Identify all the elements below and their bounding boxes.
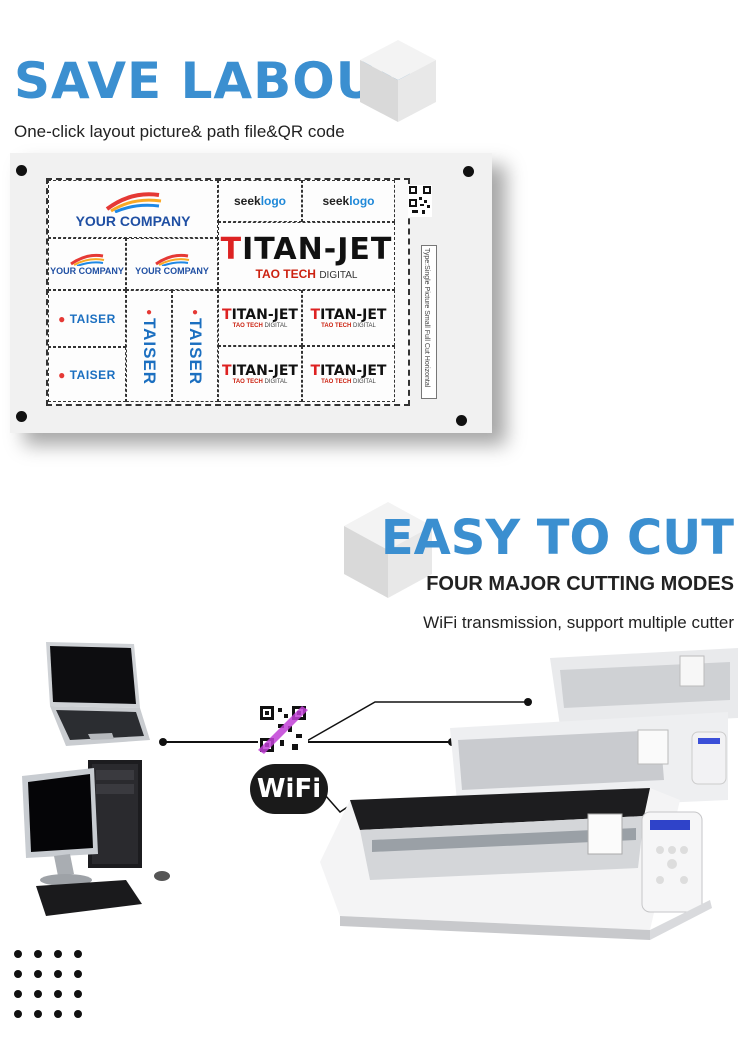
registration-mark: [456, 415, 467, 426]
titan-initial: T: [222, 363, 232, 379]
cutting-machines-illustration: [320, 648, 738, 940]
logo-cell-titan-jet-large: TITAN-JET TAO TECH DIGITAL: [218, 222, 395, 290]
taotech-digital: DIGITAL: [264, 379, 288, 385]
seeklogo-part-b: logo: [349, 194, 375, 208]
decorative-dot-grid: [14, 950, 84, 1025]
taiser-text: TAISER: [186, 317, 205, 386]
swoosh-logo-icon: [70, 253, 105, 266]
logo-cell-taiser-vertical: ● TAISER: [126, 290, 172, 402]
titan-initial: T: [220, 231, 243, 267]
seeklogo-part-a: seek: [322, 194, 350, 208]
save-labour-subtitle: One-click layout picture& path file&QR c…: [14, 122, 345, 141]
taiser-text: TAISER: [69, 367, 116, 382]
titan-rest: ITAN-JET: [231, 307, 298, 323]
wifi-badge: WiFi: [250, 764, 328, 814]
taotech-text: TAO TECH: [321, 323, 352, 329]
swoosh-logo-icon: [105, 192, 162, 213]
cutting-modes-subheading: FOUR MAJOR CUTTING MODES: [426, 573, 734, 595]
titan-rest: ITAN-JET: [231, 363, 298, 379]
titan-rest: ITAN-JET: [320, 307, 387, 323]
company-name: YOUR COMPANY: [135, 266, 209, 276]
titan-initial: T: [310, 307, 321, 323]
logo-cell-titan-jet-small: TITAN-JET TAO TECH DIGITAL: [302, 290, 395, 346]
taotech-text: TAO TECH: [255, 266, 316, 281]
company-name: YOUR COMPANY: [50, 266, 124, 276]
logo-cell-your-company-large: YOUR COMPANY: [48, 180, 218, 238]
logo-cell-titan-jet-small: TITAN-JET TAO TECH DIGITAL: [218, 346, 302, 402]
laptop-icon: [46, 642, 150, 746]
desktop-computer-icon: [22, 760, 170, 916]
taotech-digital: DIGITAL: [353, 323, 376, 329]
taotech-digital: DIGITAL: [264, 323, 288, 329]
swoosh-logo-icon: [155, 253, 190, 266]
taiser-text: TAISER: [69, 311, 116, 326]
layout-grid: YOUR COMPANY seeklogo seeklogo YOUR COMP…: [46, 178, 410, 406]
logo-cell-taiser-vertical: ● TAISER: [172, 290, 218, 402]
titan-rest: ITAN-JET: [320, 363, 387, 379]
logo-cell-titan-jet-small: TITAN-JET TAO TECH DIGITAL: [218, 290, 302, 346]
company-name: YOUR COMPANY: [75, 213, 191, 229]
wifi-description: WiFi transmission, support multiple cutt…: [423, 613, 734, 632]
taotech-text: TAO TECH: [232, 379, 263, 385]
logo-cell-titan-jet-small: TITAN-JET TAO TECH DIGITAL: [302, 346, 395, 402]
taotech-digital: DIGITAL: [353, 379, 376, 385]
qr-code-icon: [408, 185, 432, 217]
cube-icon: [360, 40, 436, 122]
seeklogo-part-b: logo: [260, 194, 287, 208]
wifi-label: WiFi: [256, 774, 322, 804]
registration-mark: [16, 411, 27, 422]
logo-cell-taiser: ● TAISER: [48, 290, 126, 347]
titan-initial: T: [222, 307, 232, 323]
logo-cell-your-company-small: YOUR COMPANY: [48, 238, 126, 290]
logo-cell-your-company-small: YOUR COMPANY: [126, 238, 218, 290]
logo-cell-seeklogo: seeklogo: [302, 180, 395, 222]
save-labour-heading: SAVE LABOUR: [14, 52, 417, 110]
logo-cell-taiser: ● TAISER: [48, 347, 126, 402]
seeklogo-part-a: seek: [233, 194, 261, 208]
taotech-text: TAO TECH: [232, 323, 263, 329]
easy-to-cut-heading: EASY TO CUT: [380, 510, 734, 566]
layout-sheet: YOUR COMPANY seeklogo seeklogo YOUR COMP…: [10, 153, 492, 433]
qr-code-icon: [258, 704, 308, 754]
path-label-strip: Type:Single Picture Small Full Cut Horiz…: [421, 245, 437, 399]
path-label-text: Type:Single Picture Small Full Cut Horiz…: [423, 248, 430, 388]
titan-initial: T: [310, 363, 321, 379]
logo-cell-seeklogo: seeklogo: [218, 180, 302, 222]
taotech-digital: DIGITAL: [319, 269, 358, 281]
cube-icon: [344, 502, 432, 598]
taiser-text: TAISER: [140, 317, 159, 386]
registration-mark: [16, 165, 27, 176]
taotech-text: TAO TECH: [321, 379, 352, 385]
registration-mark: [463, 166, 474, 177]
titan-rest: ITAN-JET: [242, 231, 393, 267]
